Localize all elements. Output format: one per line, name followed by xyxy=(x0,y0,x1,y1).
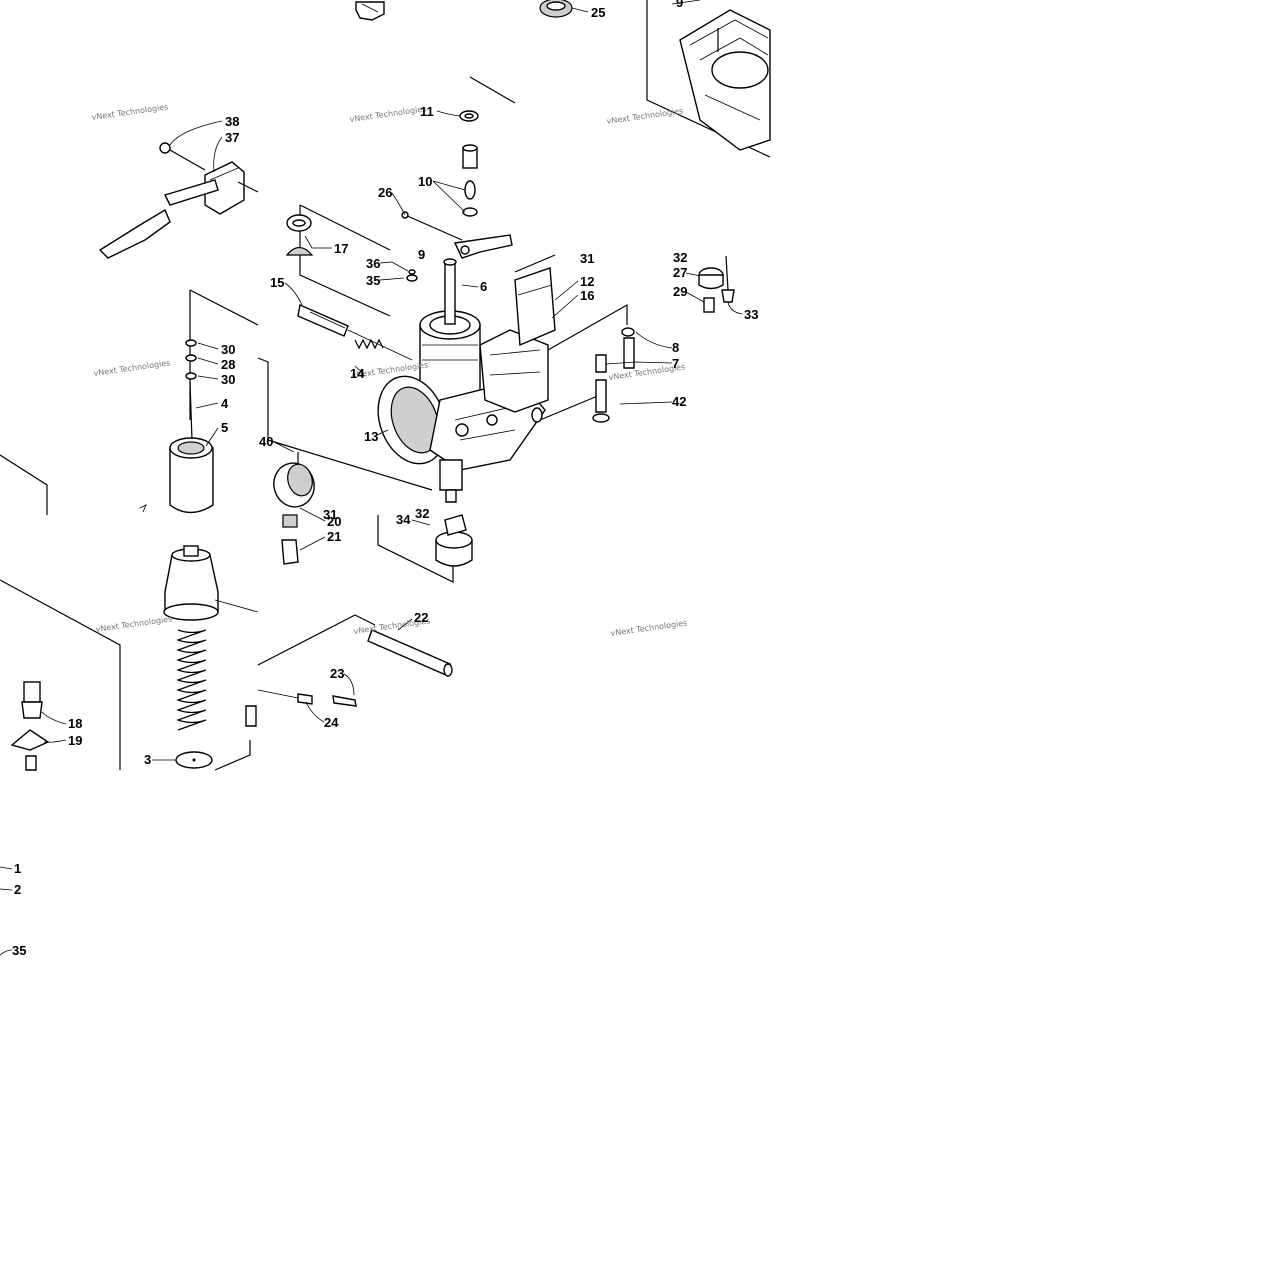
callout-24: 24 xyxy=(324,715,339,730)
part-29-jet xyxy=(703,297,715,313)
callout-labels: 25 9 11 38 37 10 26 17 9 31 32 36 27 35 … xyxy=(12,0,758,958)
callout-42: 42 xyxy=(672,394,686,409)
callout-3: 3 xyxy=(144,752,151,767)
callout-35: 35 xyxy=(12,943,26,958)
callout-1: 1 xyxy=(14,861,21,876)
callout-32-lower: 32 xyxy=(415,506,429,521)
callout-30-bottom: 30 xyxy=(221,372,235,387)
callout-2: 2 xyxy=(14,882,21,897)
callout-15: 15 xyxy=(270,275,284,290)
watermark: vNext Technologies xyxy=(91,102,169,122)
callout-6: 6 xyxy=(480,279,487,294)
top-fragment-part xyxy=(355,1,385,21)
part-34-drain xyxy=(435,514,473,567)
part-7-screw xyxy=(595,337,635,373)
callout-20: 20 xyxy=(327,514,341,529)
part-40-float xyxy=(273,452,315,508)
callout-18: 18 xyxy=(68,716,82,731)
part-14-spring xyxy=(354,338,384,350)
callout-39: 38 xyxy=(225,114,239,129)
watermark: vNext Technologies xyxy=(606,106,684,126)
part-8-washer xyxy=(621,327,635,337)
callout-14: 14 xyxy=(350,366,365,381)
callout-21: 21 xyxy=(327,529,341,544)
callout-4: 4 xyxy=(221,396,229,411)
part-36-37-washers xyxy=(406,269,418,282)
callout-31-lower: 31 xyxy=(323,507,337,522)
callout-11: 11 xyxy=(420,104,434,119)
callout-8: 8 xyxy=(672,340,679,355)
callout-27: 27 xyxy=(673,265,687,280)
callout-22: 22 xyxy=(414,610,428,625)
watermark: vNext Technologies xyxy=(349,104,427,124)
watermark: vNext Technologies xyxy=(93,358,171,378)
part-10-11-fitting xyxy=(459,110,479,217)
callout-40: 40 xyxy=(259,434,273,449)
part-21-jet xyxy=(281,539,299,565)
part-20-jet xyxy=(282,514,298,528)
callout-12: 12 xyxy=(580,274,594,289)
part-17-washer xyxy=(285,214,314,256)
part-22-tube xyxy=(367,629,453,677)
part-15-pilot-screw xyxy=(297,304,413,361)
cable-bracket-assembly xyxy=(98,142,259,259)
callout-13: 13 xyxy=(364,429,378,444)
callout-30-top: 30 xyxy=(221,342,235,357)
part-24-nut xyxy=(257,689,313,705)
float-bowl xyxy=(679,9,771,151)
side-small-screw xyxy=(245,705,257,727)
carb-cap xyxy=(163,545,259,621)
callout-16: 16 xyxy=(580,288,594,303)
callout-9: 9 xyxy=(676,0,683,10)
part-18-adjuster xyxy=(21,681,43,719)
callout-28: 28 xyxy=(221,357,235,372)
part-27-cap xyxy=(698,267,724,290)
watermark: vNext Technologies xyxy=(95,614,173,634)
callout-36: 36 xyxy=(366,256,380,271)
callout-19: 19 xyxy=(68,733,82,748)
callout-7: 7 xyxy=(672,356,679,371)
callout-33: 33 xyxy=(744,307,758,322)
callout-26: 26 xyxy=(378,185,392,200)
part-9-lever xyxy=(453,234,513,259)
callout-23: 23 xyxy=(330,666,344,681)
callout-25: 25 xyxy=(591,5,605,20)
callout-9-lower: 9 xyxy=(418,247,425,262)
part-33-screw xyxy=(721,255,735,303)
part-3-washer xyxy=(175,751,213,769)
return-spring xyxy=(176,629,207,731)
carburetor-body xyxy=(377,258,556,503)
part-25-seal xyxy=(539,0,573,18)
callout-31: 31 xyxy=(580,251,594,266)
callout-29: 29 xyxy=(673,284,687,299)
part-26-pin xyxy=(401,211,463,241)
part-23-nipple xyxy=(332,695,357,707)
watermark: vNext Technologies xyxy=(610,618,688,638)
callout-10: 10 xyxy=(418,174,432,189)
part-42-screw xyxy=(592,379,610,423)
callout-5: 5 xyxy=(221,420,228,435)
callout-34: 34 xyxy=(396,512,411,527)
callout-17: 17 xyxy=(334,241,348,256)
needle-slide-assembly xyxy=(139,339,214,514)
callout-38: 37 xyxy=(225,130,239,145)
callout-32-right: 32 xyxy=(673,250,687,265)
part-19-plate xyxy=(10,729,50,751)
callout-37: 35 xyxy=(366,273,380,288)
leader-lines xyxy=(0,0,743,956)
bottom-left-screw xyxy=(25,755,37,771)
